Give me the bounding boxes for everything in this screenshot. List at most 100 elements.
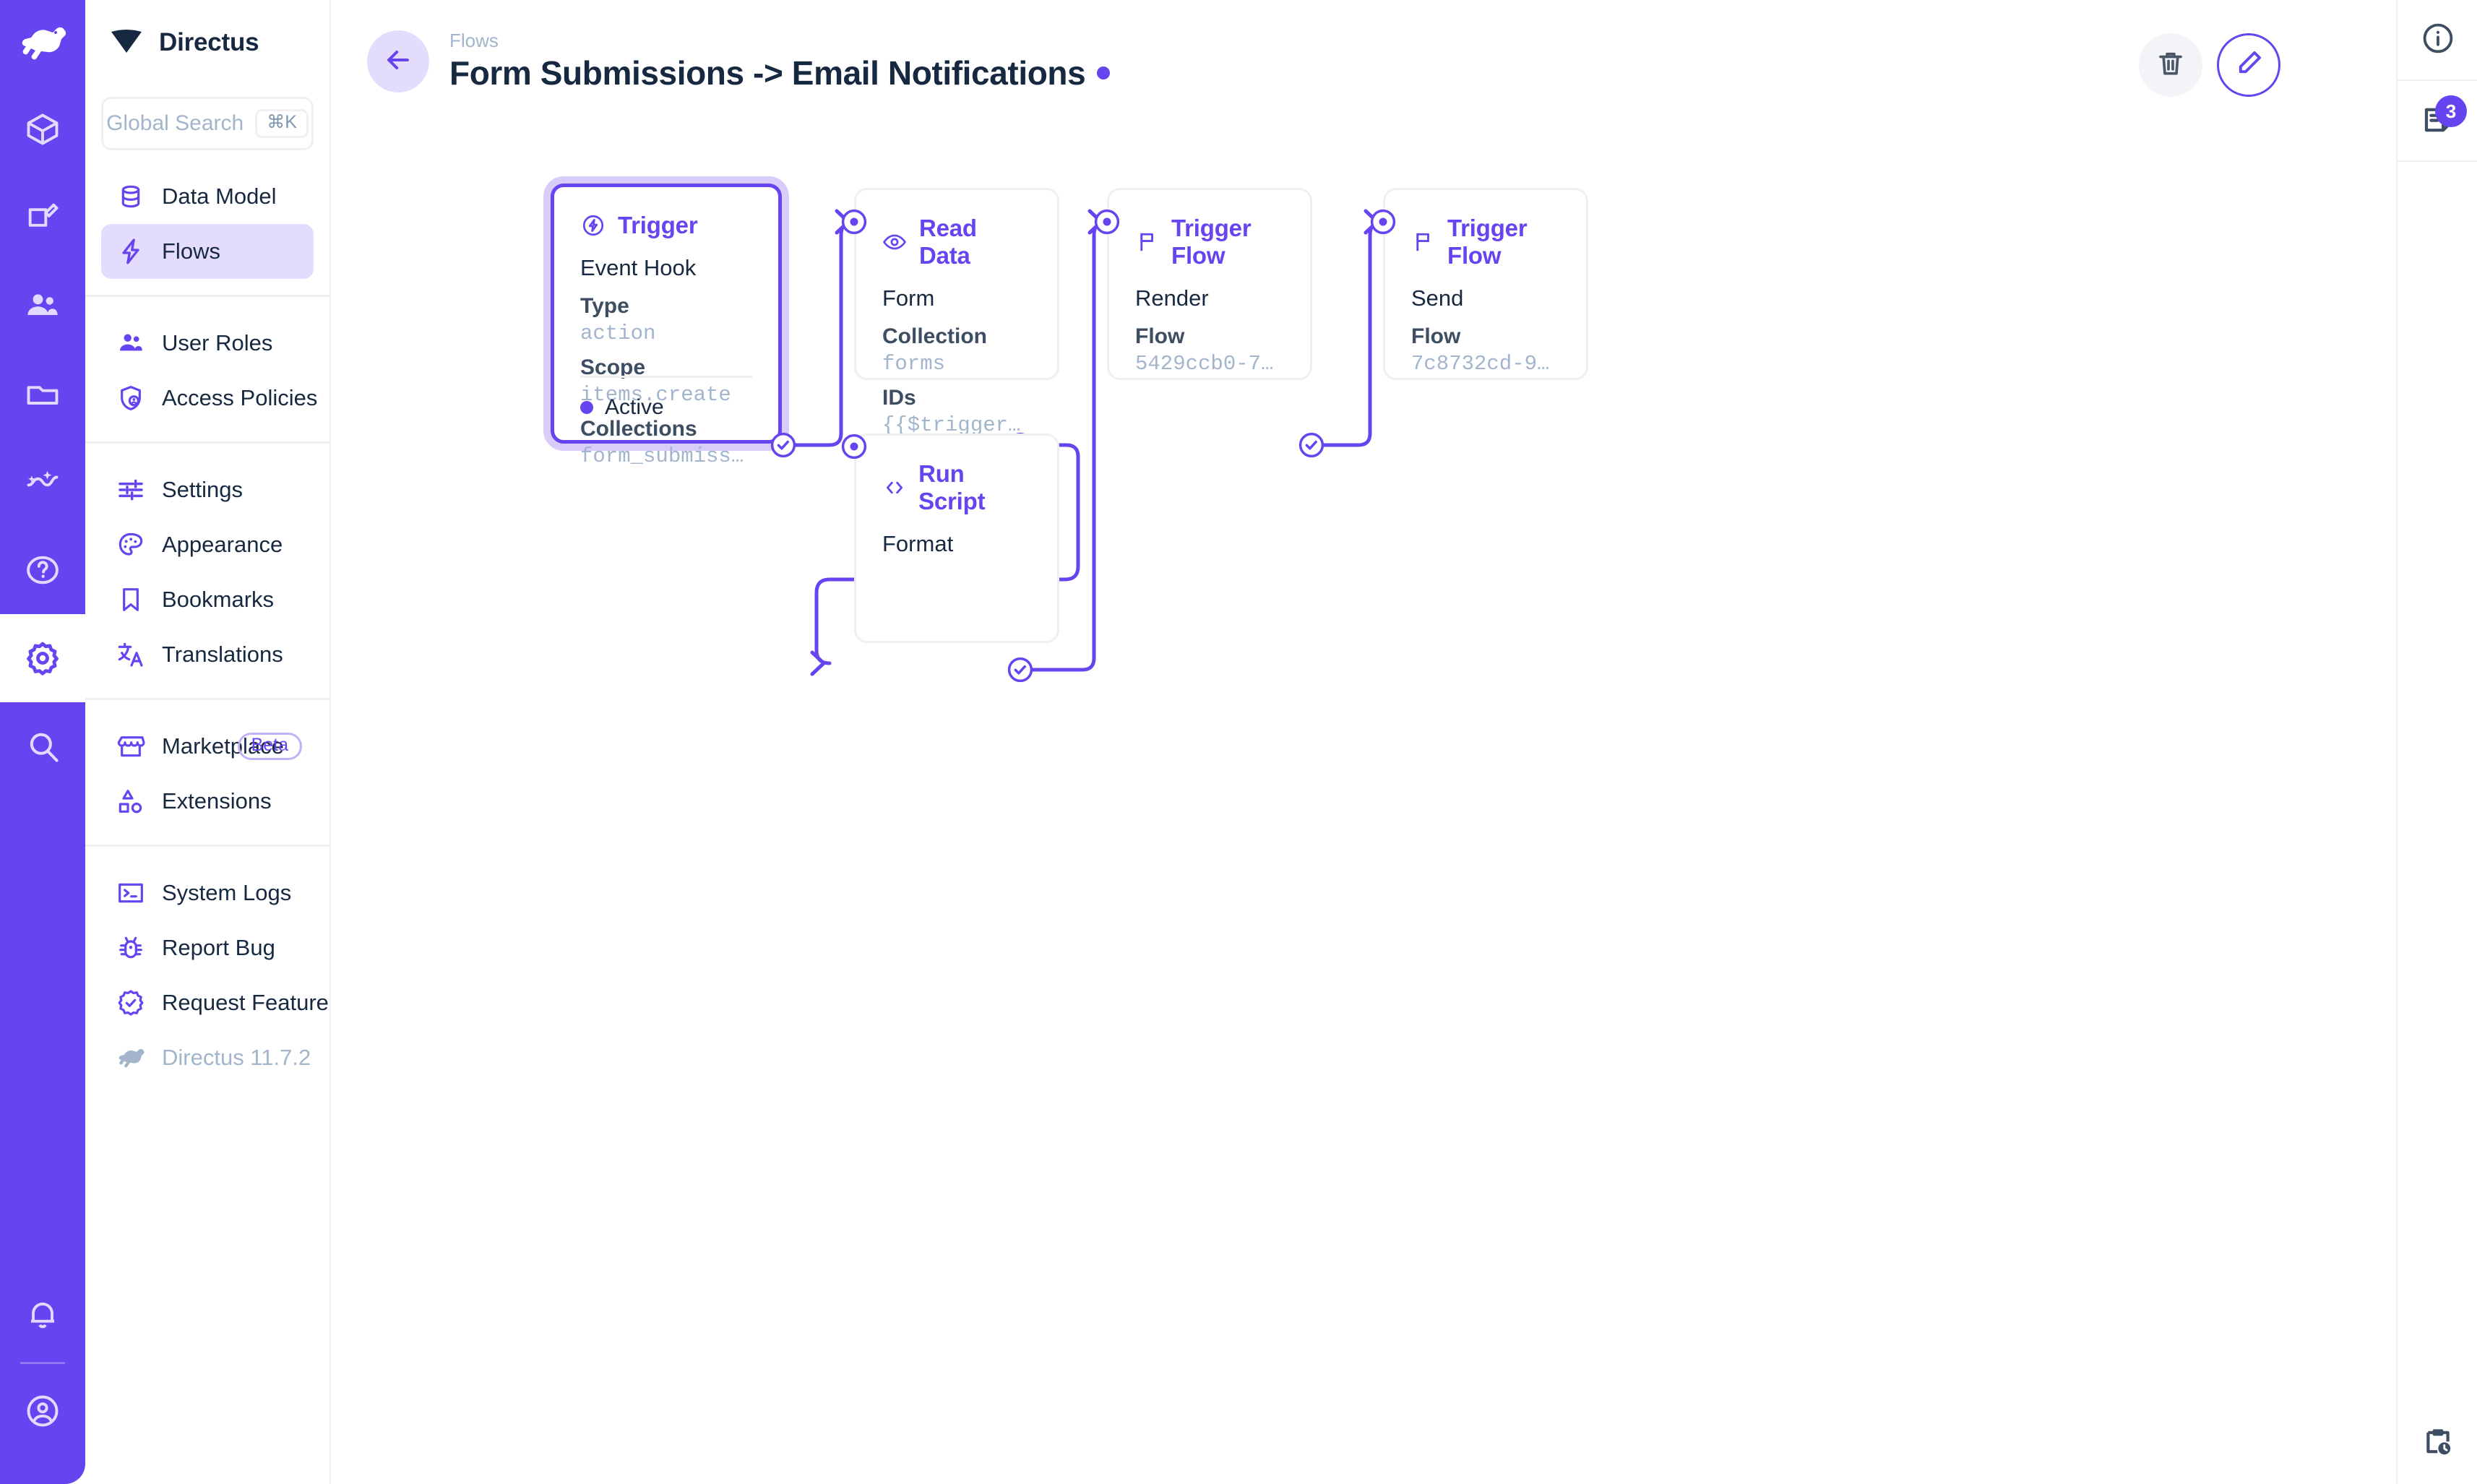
node-name: Event Hook <box>580 255 697 280</box>
nav-group-access: User Roles Access Policies <box>85 295 329 426</box>
sidebar-item-label: Bookmarks <box>162 587 275 612</box>
directus-rabbit-logo-icon[interactable] <box>0 0 85 85</box>
node-port-output-trigger[interactable] <box>767 429 799 461</box>
node-port-output-run-script[interactable] <box>1004 654 1036 686</box>
sidebar-item-extensions[interactable]: Extensions <box>101 774 314 829</box>
page-header: Flows Form Submissions -> Email Notifica… <box>331 0 2361 123</box>
rail-item-settings-module[interactable] <box>0 614 85 702</box>
search-input[interactable]: Global Search ⌘K <box>101 97 314 150</box>
flow-node-trigger-flow-send[interactable]: Trigger Flow Send Flow 7c8732cd-9d9e-44b… <box>1383 188 1588 380</box>
sidebar-item-appearance[interactable]: Appearance <box>101 517 314 572</box>
field-value: 7c8732cd-9d9e-44be <box>1411 352 1560 376</box>
rail-item-editor-module[interactable] <box>0 173 85 262</box>
question-circle-icon <box>24 551 61 589</box>
field-value: form_submissions <box>580 444 752 468</box>
node-port-input-read-data[interactable] <box>838 206 870 238</box>
terminal-icon <box>116 878 146 908</box>
main-area: Flows Form Submissions -> Email Notifica… <box>331 0 2361 1484</box>
node-header: Trigger <box>580 212 752 239</box>
sidebar-item-data-model[interactable]: Data Model <box>101 169 314 224</box>
sidebar-item-translations[interactable]: Translations <box>101 627 314 682</box>
arrow-left-icon <box>382 44 414 79</box>
status-dot <box>580 401 593 414</box>
rail-item-account[interactable] <box>0 1367 85 1455</box>
users-icon <box>116 328 146 358</box>
search-shortcut-kbd: ⌘K <box>255 109 309 138</box>
right-sidebar: 3 <box>2396 0 2477 1484</box>
settings-navigation: Directus Global Search ⌘K Data Model <box>85 0 331 1484</box>
gear-icon <box>24 639 61 677</box>
user-circle-icon <box>24 1392 61 1430</box>
node-port-input-trigger-flow-send[interactable] <box>1367 206 1399 238</box>
node-status: Active <box>580 376 752 420</box>
sidebar-item-label: System Logs <box>162 880 292 905</box>
edit-flow-button[interactable] <box>2217 33 2280 97</box>
code-icon <box>882 475 907 501</box>
directus-mark-icon <box>110 29 143 57</box>
info-button[interactable] <box>2398 0 2477 81</box>
verified-icon <box>116 988 146 1018</box>
flow-node-read-data[interactable]: Read Data Form Collection forms IDs {{$t… <box>854 188 1059 437</box>
nav-group-config: Settings Appearance <box>85 441 329 682</box>
sidebar-item-label: Directus 11.7.2 <box>162 1045 311 1070</box>
node-name: Render <box>1135 285 1209 311</box>
storefront-icon <box>116 731 146 762</box>
status-badge: Beta <box>237 733 302 760</box>
back-button[interactable] <box>367 30 429 92</box>
sidebar-item-bookmarks[interactable]: Bookmarks <box>101 572 314 627</box>
node-port-output-trigger-flow-render[interactable] <box>1296 429 1327 461</box>
node-port-input-trigger-flow-render[interactable] <box>1091 206 1123 238</box>
flow-node-trigger[interactable]: Trigger Event Hook Type action Scope ite… <box>551 184 782 468</box>
rail-item-search-module[interactable] <box>0 702 85 790</box>
node-header-label: Run Script <box>918 460 986 514</box>
page-title-text: Form Submissions -> Email Notifications <box>449 54 1086 92</box>
pencil-icon <box>2233 48 2264 82</box>
brand: Directus <box>85 0 329 85</box>
insights-icon <box>24 463 61 501</box>
breadcrumb[interactable]: Flows <box>449 29 499 51</box>
notification-count-badge: 3 <box>2435 95 2467 127</box>
rail-item-notifications[interactable] <box>0 1271 85 1359</box>
eye-icon <box>882 229 908 255</box>
delete-flow-button[interactable] <box>2139 33 2202 97</box>
flow-canvas[interactable]: Trigger Event Hook Type action Scope ite… <box>331 123 2361 1484</box>
rail-item-help-module[interactable] <box>0 526 85 614</box>
sidebar-item-label: Translations <box>162 642 283 667</box>
translate-icon <box>116 639 146 670</box>
rail-item-users-module[interactable] <box>0 262 85 350</box>
header-actions <box>2139 33 2280 97</box>
sidebar-item-marketplace[interactable]: Marketplace Beta <box>101 719 314 774</box>
field-key: Scope <box>580 355 646 379</box>
notifications-drawer-button[interactable]: 3 <box>2398 81 2477 162</box>
sliders-icon <box>116 475 146 505</box>
node-header-label: Trigger <box>618 212 698 238</box>
search-icon <box>24 728 61 765</box>
module-rail <box>0 0 85 1484</box>
sidebar-item-label: Request Feature <box>162 990 329 1015</box>
sidebar-item-label: User Roles <box>162 330 273 355</box>
rail-item-files-module[interactable] <box>0 350 85 438</box>
flow-node-run-script[interactable]: Run Script Format <box>854 433 1059 643</box>
sidebar-item-request-feature[interactable]: Request Feature <box>101 975 329 1030</box>
sidebar-item-settings[interactable]: Settings <box>101 462 314 517</box>
edit-icon <box>24 199 61 236</box>
rail-item-content-module[interactable] <box>0 85 85 173</box>
sidebar-item-label: Settings <box>162 477 244 502</box>
folder-icon <box>24 375 61 413</box>
sidebar-item-user-roles[interactable]: User Roles <box>101 316 314 371</box>
node-header: Trigger Flow <box>1135 215 1284 269</box>
brand-name: Directus <box>159 28 259 56</box>
node-port-input-run-script[interactable] <box>838 431 870 462</box>
bell-icon <box>24 1296 61 1334</box>
sidebar-item-system-logs[interactable]: System Logs <box>101 866 314 920</box>
sidebar-item-flows[interactable]: Flows <box>101 224 314 279</box>
activity-log-button[interactable] <box>2398 1403 2477 1484</box>
flow-node-trigger-flow-render[interactable]: Trigger Flow Render Flow 5429ccb0-7e97-4… <box>1107 188 1312 380</box>
flag-icon <box>1135 229 1160 255</box>
clipboard-clock-icon <box>2421 1425 2455 1463</box>
rail-item-insights-module[interactable] <box>0 438 85 526</box>
sidebar-item-report-bug[interactable]: Report Bug <box>101 920 314 975</box>
field-value: 5429ccb0-7e97-4ef5-9d65-2b… <box>1135 352 1284 376</box>
sidebar-item-access-policies[interactable]: Access Policies <box>101 371 317 426</box>
